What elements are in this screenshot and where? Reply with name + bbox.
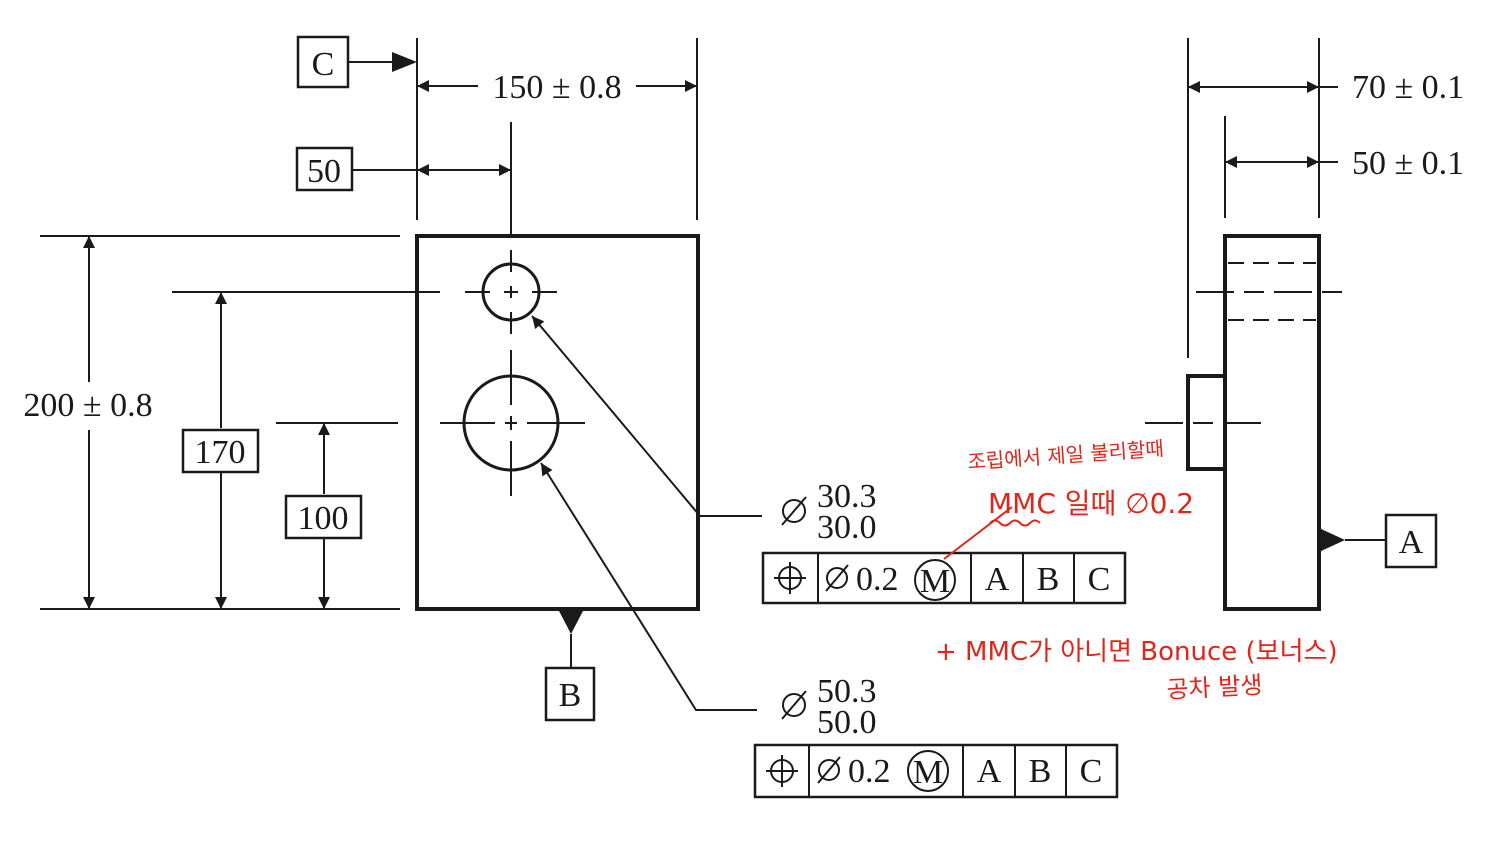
small-hole-position-tolerance: 0.2	[856, 561, 899, 598]
large-hole-datum-3: C	[1080, 753, 1103, 790]
small-hole-diameter-max: 30.3	[817, 478, 877, 515]
small-hole-datum-1: A	[985, 561, 1010, 598]
small-hole-datum-3: C	[1088, 561, 1111, 598]
annotation-line-1: 조립에서 제일 불리할때	[967, 436, 1165, 474]
annotation-line-3: + MMC가 아니면 Bonuce (보너스)	[935, 637, 1338, 667]
annotation-line-4: 공차 발생	[1166, 671, 1263, 704]
small-hole-mmc-label: M	[920, 563, 950, 600]
partial-thickness-dimension: 50 ± 0.1	[1352, 145, 1464, 182]
position-icon	[774, 562, 806, 594]
large-hole-feature-control-frame	[753, 743, 1119, 799]
part-outline	[415, 234, 700, 611]
handwritten-annotations: 조립에서 제일 불리할때 MMC 일때 ∅0.2 + MMC가 아니면 Bonu…	[935, 436, 1338, 704]
diameter-icon	[825, 564, 849, 592]
large-hole-diameter-min: 50.0	[817, 704, 877, 741]
large-hole-position-tolerance: 0.2	[848, 753, 891, 790]
side-view	[1145, 38, 1348, 611]
height-dimension: 200 ± 0.8	[23, 387, 152, 424]
hole-x-basic-dimension: 50	[295, 146, 354, 192]
large-hole-datum-1: A	[977, 753, 1002, 790]
datum-a-symbol: A	[1319, 513, 1438, 569]
annotation-pointer	[943, 506, 1013, 560]
mmc-modifier-icon	[907, 750, 949, 792]
svg-text:50: 50	[307, 153, 341, 190]
large-hole-diameter-max: 50.3	[817, 673, 877, 710]
small-hole-y-basic-dimension: 170	[181, 428, 260, 474]
svg-text:170: 170	[195, 434, 246, 471]
mmc-modifier-icon	[914, 559, 956, 601]
small-hole-diameter-min: 30.0	[817, 509, 877, 546]
datum-b-symbol: B	[544, 609, 596, 722]
annotation-underline	[989, 519, 1041, 527]
datum-a-label: A	[1399, 524, 1424, 561]
small-hole-datum-2: B	[1037, 561, 1060, 598]
datum-c-label: C	[312, 46, 335, 83]
front-view	[40, 38, 762, 711]
width-dimension: 150 ± 0.8	[492, 69, 621, 106]
datum-b-label: B	[559, 677, 582, 714]
large-hole-size-callout: 50.3 50.0	[781, 673, 877, 741]
annotation-line-2: MMC 일때 ∅0.2	[988, 487, 1194, 520]
large-hole-y-basic-dimension: 100	[284, 494, 363, 540]
thickness-dimension: 70 ± 0.1	[1352, 69, 1464, 106]
small-hole-feature-control-frame	[761, 551, 1127, 605]
large-hole-datum-2: B	[1029, 753, 1052, 790]
small-hole-size-callout: 30.3 30.0	[781, 478, 877, 546]
datum-c-symbol: C	[296, 35, 417, 89]
diameter-icon	[817, 756, 841, 784]
large-hole-mmc-label: M	[913, 754, 943, 791]
svg-text:100: 100	[298, 500, 349, 537]
position-icon	[766, 755, 798, 787]
